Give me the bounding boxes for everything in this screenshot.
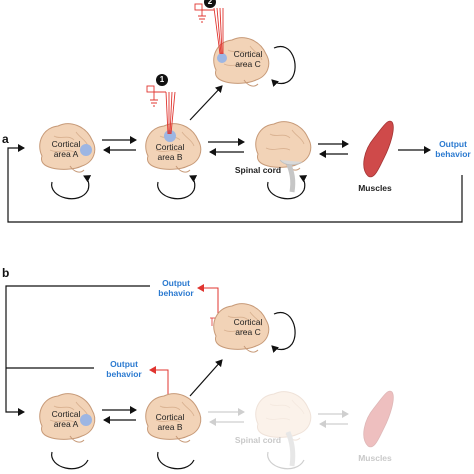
- label-cortical-area-a-b: Cortical area A: [51, 409, 81, 429]
- panel-letter-a: a: [2, 132, 9, 146]
- muscle-icon: [363, 120, 394, 178]
- arrow-b-to-c: [189, 359, 223, 397]
- feedback-loop-a: [7, 144, 463, 223]
- electrode-badge-1: 1: [156, 74, 168, 86]
- label-cortical-area-b-b: Cortical area B: [155, 412, 185, 432]
- label-muscles-b: Muscles: [358, 453, 392, 463]
- loop-arrow-icon: [271, 311, 296, 354]
- label-spinal-cord-b: Spinal cord: [234, 435, 282, 445]
- red-output-path-b: [149, 366, 169, 404]
- label-output-behavior: Output behavior: [435, 139, 471, 159]
- muscle-icon: [363, 390, 394, 448]
- loop-arrow-icon: [51, 175, 92, 200]
- label-output-behavior-top: Output behavior: [158, 278, 194, 298]
- loop-arrow-icon-faded: [267, 451, 305, 470]
- spinal-cord-icon: [255, 121, 312, 193]
- spinal-cord-icon: [255, 391, 312, 467]
- cortex-spot: [217, 53, 227, 63]
- label-cortical-area-c: Cortical area C: [233, 49, 263, 69]
- loop-arrow-icon: [271, 45, 296, 88]
- label-muscles: Muscles: [358, 183, 392, 193]
- feedback-loop-b-top: [5, 285, 150, 416]
- loop-arrow-icon: [51, 451, 89, 470]
- cortex-spot: [164, 130, 176, 142]
- label-output-behavior-mid: Output behavior: [106, 359, 142, 379]
- red-output-path-c: [197, 284, 219, 316]
- electrode-icon: [146, 85, 176, 135]
- loop-arrow-icon: [157, 451, 195, 470]
- loop-arrow-icon: [157, 175, 198, 200]
- label-cortical-area-b: Cortical area B: [155, 142, 185, 162]
- label-cortical-area-a: Cortical area A: [51, 139, 81, 159]
- electrode-badge-2: 2: [204, 0, 216, 8]
- label-cortical-area-c-b: Cortical area C: [233, 317, 263, 337]
- loop-arrow-icon: [267, 175, 308, 200]
- electrode-icon: [194, 3, 224, 55]
- panel-letter-b: b: [2, 266, 10, 280]
- arrow-b-to-c: [189, 85, 223, 121]
- cortex-spot: [80, 144, 92, 156]
- label-spinal-cord: Spinal cord: [234, 165, 282, 175]
- cortex-spot: [80, 414, 92, 426]
